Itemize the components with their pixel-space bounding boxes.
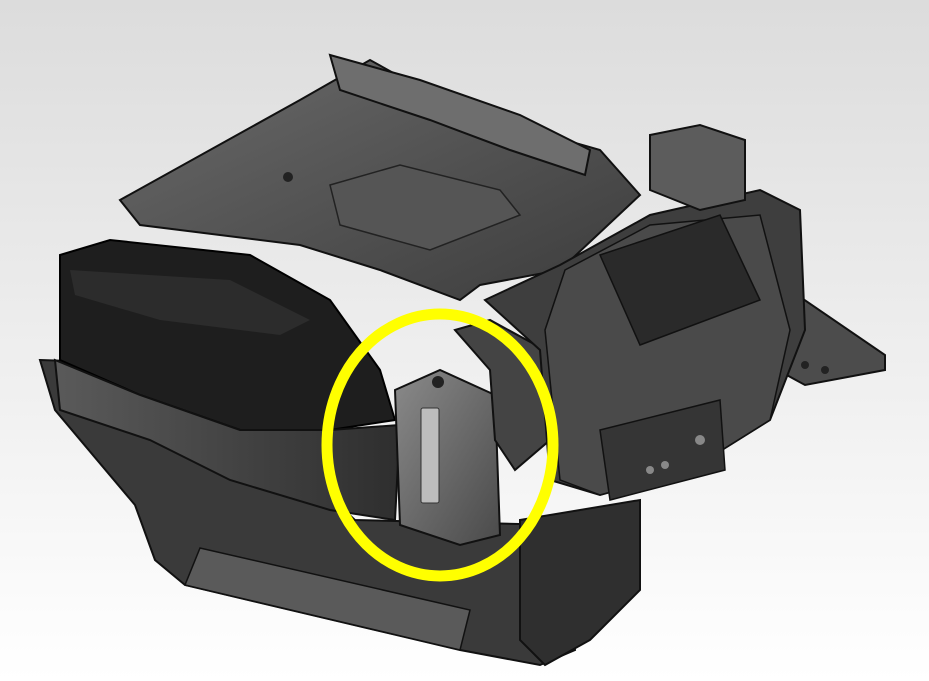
side-access-panel xyxy=(393,368,502,547)
bracket-bolt xyxy=(801,361,809,369)
top-handle xyxy=(328,53,592,177)
base-front-face xyxy=(183,547,471,651)
right-support-leg xyxy=(519,498,641,667)
panel-label-slot xyxy=(420,407,440,504)
bolt-hole xyxy=(283,172,293,182)
connector-port xyxy=(646,466,654,474)
panel-screw xyxy=(432,376,444,388)
rear-unit-upper-block xyxy=(649,123,746,212)
front-cover-highlight xyxy=(70,270,310,335)
bracket-bolt xyxy=(821,366,829,374)
rear-roller xyxy=(598,214,762,346)
highlight-circle xyxy=(321,308,559,582)
rear-connector-panel xyxy=(599,399,726,501)
connector-port xyxy=(661,461,669,469)
top-housing-inner-panel xyxy=(329,164,522,251)
chassis-band xyxy=(53,358,402,522)
connector-port xyxy=(695,435,705,445)
